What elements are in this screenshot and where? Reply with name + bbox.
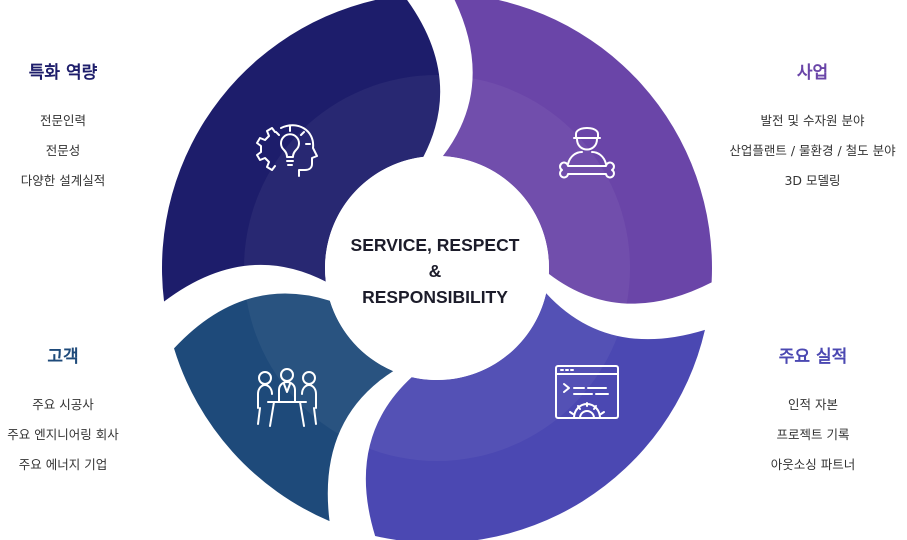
list-item: 주요 시공사: [32, 397, 94, 412]
list-item: 아웃소싱 파트너: [770, 457, 856, 472]
list-item: 전문인력: [39, 113, 86, 128]
list-item: 주요 에너지 기업: [18, 457, 108, 472]
section-list: 전문인력 전문성 다양한 설계실적: [0, 106, 126, 196]
browser-gear-icon: [552, 362, 622, 432]
list-item: 발전 및 수자원 분야: [760, 113, 865, 128]
center-line-2: &: [428, 261, 442, 281]
center-circle: [325, 156, 549, 380]
section-title: 고객: [47, 347, 79, 367]
list-item: 산업플랜트 / 물환경 / 철도 분야: [729, 143, 896, 158]
engineer-wrench-icon: [552, 114, 622, 184]
list-item: 전문성: [45, 143, 81, 158]
segment-bottom-left: [174, 293, 394, 522]
list-item: 프로젝트 기록: [776, 427, 850, 442]
section-bottom-right: 주요 실적 인적 자본 프로젝트 기록 아웃소싱 파트너: [738, 346, 888, 480]
segment-bottom-right: [365, 293, 705, 540]
section-title: 사업: [796, 63, 829, 83]
section-top-left: 특화 역량 전문인력 전문성 다양한 설계실적: [0, 62, 126, 196]
section-title: 주요 실적: [778, 347, 848, 367]
meeting-people-icon: [252, 362, 322, 432]
head-gear-lightbulb-icon: [253, 114, 323, 184]
section-top-right: 사업 발전 및 수자원 분야 산업플랜트 / 물환경 / 철도 분야 3D 모델…: [718, 62, 907, 196]
list-item: 다양한 설계실적: [20, 173, 106, 188]
list-item: 3D 모델링: [784, 173, 841, 188]
section-bottom-left: 고객 주요 시공사 주요 엔지니어링 회사 주요 에너지 기업: [0, 346, 126, 480]
center-line-1: SERVICE, RESPECT: [350, 235, 520, 255]
list-item: 주요 엔지니어링 회사: [7, 427, 119, 442]
section-list: 발전 및 수자원 분야 산업플랜트 / 물환경 / 철도 분야 3D 모델링: [718, 106, 907, 196]
section-title: 특화 역량: [28, 63, 98, 83]
center-line-3: RESPONSIBILITY: [362, 287, 508, 307]
section-list: 주요 시공사 주요 엔지니어링 회사 주요 에너지 기업: [0, 390, 126, 480]
list-item: 인적 자본: [788, 397, 838, 412]
center-motto: SERVICE, RESPECT & RESPONSIBILITY: [325, 232, 545, 310]
section-list: 인적 자본 프로젝트 기록 아웃소싱 파트너: [738, 390, 888, 480]
segment-top-left: [162, 0, 441, 302]
